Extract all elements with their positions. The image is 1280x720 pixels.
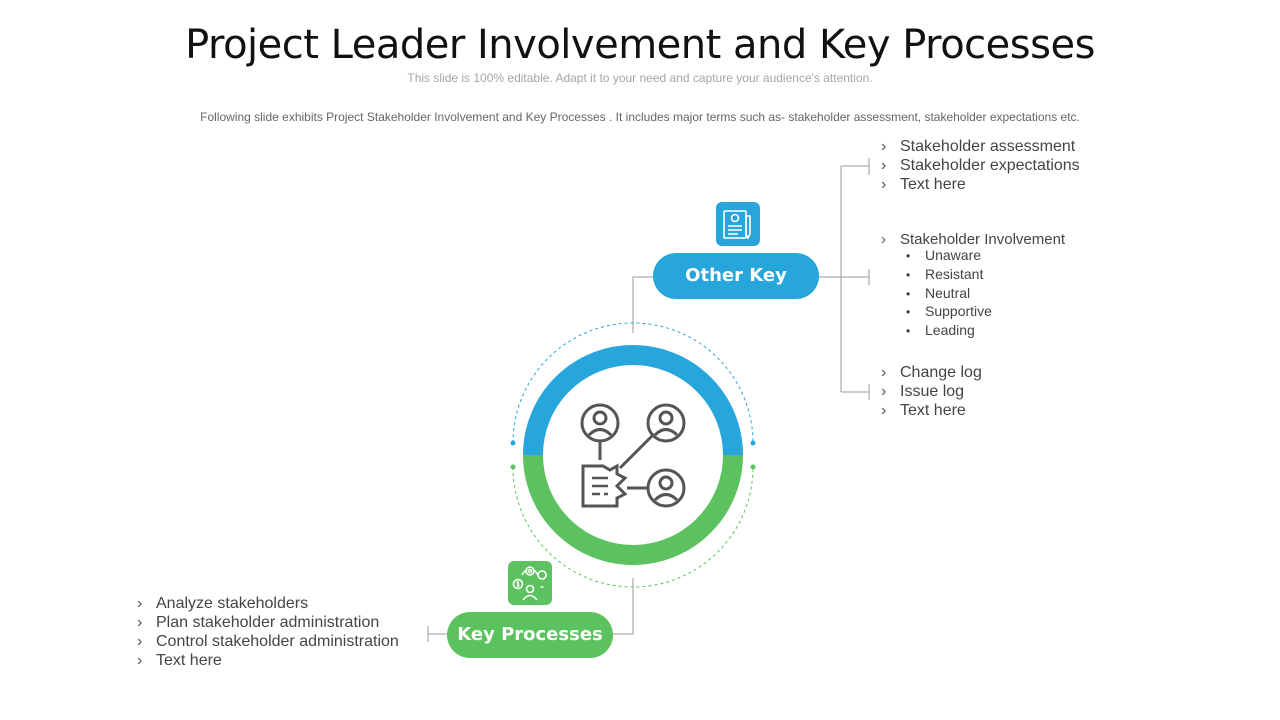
key-terms-group-2: ›Stakeholder Involvement xyxy=(881,230,1065,249)
ring-dot xyxy=(510,440,516,446)
slide-description: Following slide exhibits Project Stakeho… xyxy=(200,110,1080,124)
list-item: •Supportive xyxy=(906,303,992,320)
slide-subtitle: This slide is 100% editable. Adapt it to… xyxy=(407,71,873,85)
stakeholder-network-icon xyxy=(580,403,686,508)
dashed-ring-bottom xyxy=(512,466,754,588)
key-terms-group-3: ›Change log ›Issue log ›Text here xyxy=(881,363,982,420)
list-item: ›Control stakeholder administration xyxy=(137,633,399,650)
list-item: ›Text here xyxy=(137,652,222,669)
list-item: •Unaware xyxy=(906,247,982,263)
list-item: •Neutral xyxy=(906,284,971,301)
ring-bottom-green xyxy=(523,454,743,565)
list-item: •Resistant xyxy=(906,265,984,282)
key-processes-pill: Key Processes xyxy=(447,612,613,658)
key-terms-group-1: ›Stakeholder assessment ›Stakeholder exp… xyxy=(881,137,1080,194)
list-item: ›Text here xyxy=(881,402,966,419)
list-item: ›Stakeholder assessment xyxy=(881,138,1076,155)
list-item: ›Analyze stakeholders xyxy=(137,595,309,612)
ring-dot xyxy=(510,464,516,470)
ring-dot xyxy=(750,464,756,470)
connector-lines xyxy=(427,158,870,642)
list-item: ›Issue log xyxy=(881,383,965,400)
list-item: ›Plan stakeholder administration xyxy=(137,614,380,631)
key-processes-list: ›Analyze stakeholders ›Plan stakeholder … xyxy=(137,594,399,670)
list-item: ›Stakeholder Involvement xyxy=(881,231,1066,248)
other-key-terms-pill: Other Key Terms xyxy=(653,253,819,332)
document-pen-icon-box xyxy=(716,202,760,246)
ring-dot xyxy=(750,440,756,446)
slide-title: Project Leader Involvement and Key Proce… xyxy=(185,22,1095,68)
list-item: •Leading xyxy=(906,322,975,339)
document-pen-icon xyxy=(723,210,751,240)
ring-top-blue xyxy=(523,345,743,456)
process-gear-person-icon-box xyxy=(508,561,552,605)
list-item: ›Stakeholder expectations xyxy=(881,157,1080,174)
list-item: ›Change log xyxy=(881,364,982,381)
involvement-levels: •Unaware •Resistant •Neutral •Supportive… xyxy=(906,247,992,341)
process-gear-person-icon xyxy=(512,566,547,601)
dashed-ring-top xyxy=(512,322,754,444)
list-item: ›Text here xyxy=(881,176,966,193)
